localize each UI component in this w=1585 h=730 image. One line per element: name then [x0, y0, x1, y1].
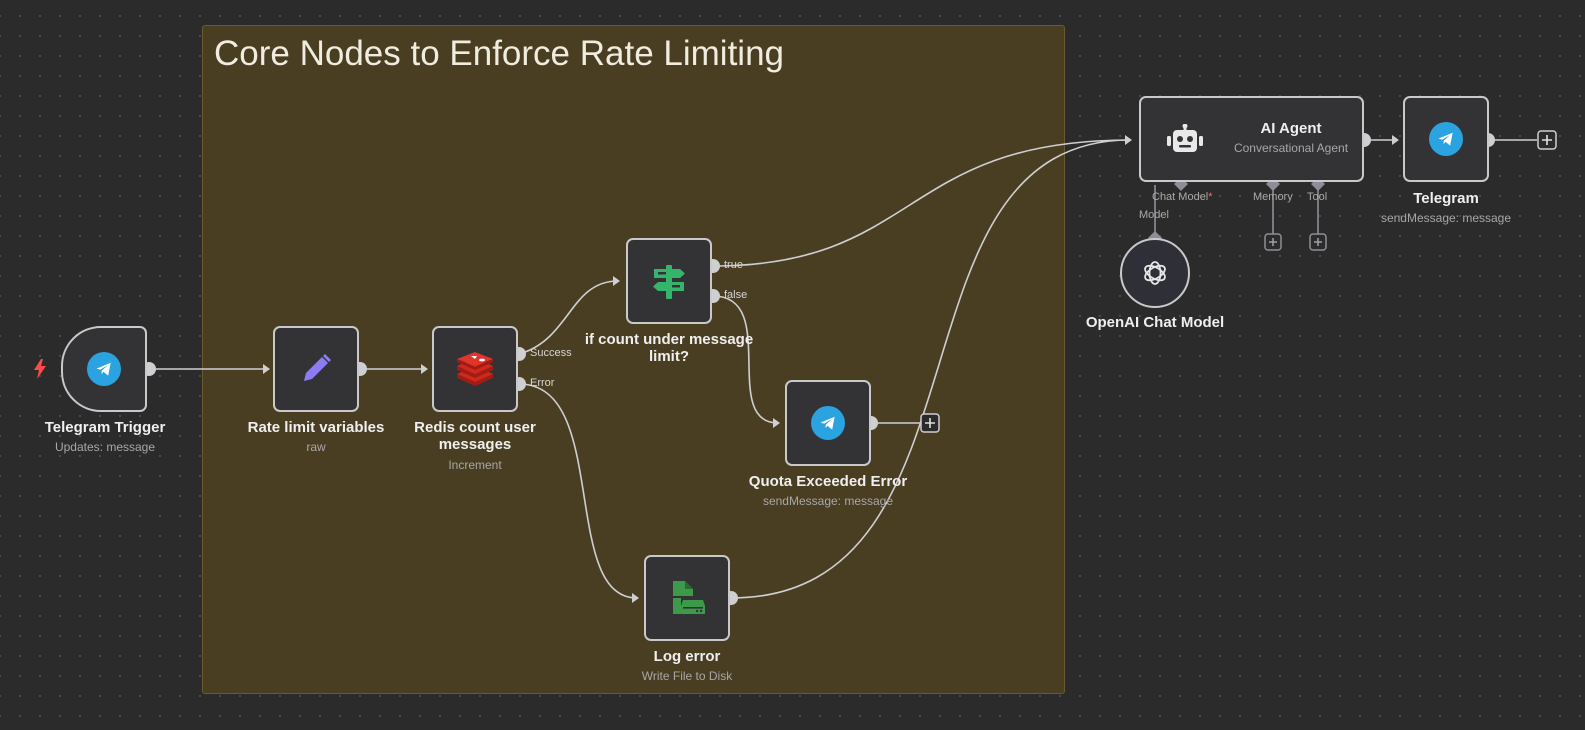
tool-slot-label: Tool: [1307, 191, 1328, 203]
telegram-trigger-subtitle: Updates: message: [54, 440, 156, 454]
ai-agent-subtitle: Conversational Agent: [1233, 141, 1349, 155]
chat-model-slot-label: Chat Model*: [1152, 191, 1213, 203]
pencil-icon: [304, 354, 331, 381]
if-count-title: if count under message limit?: [584, 331, 754, 365]
redis-count-subtitle: Increment: [448, 458, 502, 472]
signpost-icon: [653, 265, 685, 299]
log-error-subtitle: Write File to Disk: [641, 669, 733, 683]
if-true-label: true: [724, 259, 743, 271]
quota-exceeded-node[interactable]: [785, 380, 871, 466]
telegram-send-title: Telegram: [1413, 190, 1479, 207]
telegram-icon: [1429, 122, 1463, 156]
quota-exceeded-title: Quota Exceeded Error: [748, 473, 908, 490]
robot-icon: [1167, 124, 1203, 152]
quota-exceeded-subtitle: sendMessage: message: [762, 494, 894, 508]
model-output-label: Model: [1139, 209, 1169, 221]
trigger-bolt-icon: [34, 359, 46, 379]
connection-redis-error-to-log[interactable]: [518, 383, 638, 599]
redis-count-title: Redis count user messages: [414, 419, 536, 453]
memory-slot-label: Memory: [1253, 191, 1293, 203]
telegram-icon: [87, 352, 121, 386]
openai-chat-model-title: OpenAI Chat Model: [1085, 314, 1225, 331]
if-false-label: false: [724, 289, 748, 301]
log-error-node[interactable]: [644, 555, 730, 641]
redis-success-label: Success: [530, 347, 572, 359]
connection-redis-success-to-if[interactable]: [518, 280, 619, 355]
rate-limit-variables-subtitle: raw: [306, 440, 326, 454]
telegram-send-node[interactable]: [1403, 96, 1489, 182]
file-disk-icon: [673, 581, 705, 614]
connection-if-true-to-agent[interactable]: [712, 139, 1131, 267]
log-error-title: Log error: [653, 648, 721, 665]
connection-log-to-agent[interactable]: [730, 139, 1131, 599]
telegram-trigger-node[interactable]: [61, 326, 147, 412]
ai-agent-title: AI Agent: [1260, 120, 1322, 137]
rate-limit-variables-node[interactable]: [273, 326, 359, 412]
ai-agent-text: AI Agent Conversational Agent: [1216, 120, 1366, 155]
telegram-trigger-title: Telegram Trigger: [44, 419, 166, 436]
ai-agent-node[interactable]: AI Agent Conversational Agent: [1139, 96, 1364, 182]
redis-error-label: Error: [530, 377, 555, 389]
connection-if-false-to-quota[interactable]: [712, 295, 779, 424]
sticky-title: Core Nodes to Enforce Rate Limiting: [214, 34, 784, 73]
if-count-node[interactable]: [626, 238, 712, 324]
openai-icon: [1144, 261, 1166, 285]
telegram-send-subtitle: sendMessage: message: [1380, 211, 1512, 225]
openai-chat-model-node[interactable]: [1120, 238, 1190, 308]
rate-limit-variables-title: Rate limit variables: [247, 419, 385, 436]
redis-icon: [457, 352, 493, 386]
redis-count-node[interactable]: [432, 326, 518, 412]
telegram-icon: [811, 406, 845, 440]
